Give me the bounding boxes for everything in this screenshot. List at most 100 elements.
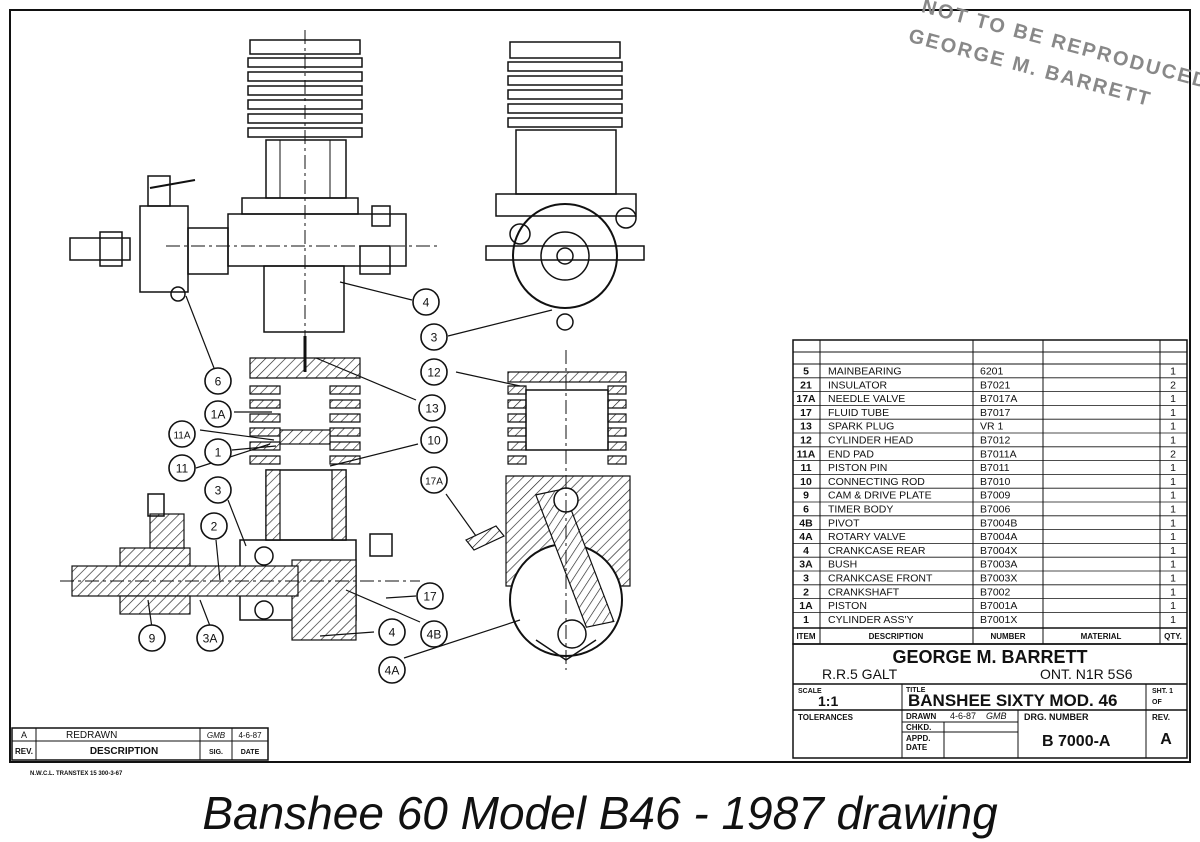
callout-label: 12 — [427, 366, 441, 380]
tolerances-label: TOLERANCES — [798, 713, 854, 722]
drawn-label: DRAWN — [906, 712, 936, 721]
parts-number-cell: B7017 — [980, 407, 1011, 419]
parts-number-cell: B7011 — [980, 462, 1010, 474]
parts-item-cell: 17A — [796, 393, 816, 405]
parts-description-cell: BUSH — [828, 559, 857, 571]
callout-bubble: 1 — [204, 438, 232, 466]
sheet-label: SHT. 1 — [1152, 688, 1173, 695]
callout-label: 4B — [427, 628, 442, 642]
parts-description-cell: TIMER BODY — [828, 504, 893, 516]
parts-item-cell: 3 — [803, 573, 809, 585]
parts-qty-cell: 1 — [1170, 393, 1176, 405]
callout-label: 10 — [427, 434, 441, 448]
parts-item-cell: 6 — [803, 504, 809, 516]
chkd-label: CHKD. — [906, 723, 931, 732]
parts-qty-cell: 1 — [1170, 531, 1176, 543]
parts-number-cell: B7012 — [980, 435, 1011, 447]
header-item: ITEM — [796, 632, 815, 641]
parts-number-cell: B7001X — [980, 614, 1017, 626]
callout-bubble: 3 — [204, 476, 232, 504]
rev-value: A — [1160, 731, 1172, 748]
parts-qty-cell: 1 — [1170, 545, 1176, 557]
parts-description-cell: PISTON PIN — [828, 462, 887, 474]
callout-label: 17 — [423, 590, 437, 604]
parts-qty-cell: 1 — [1170, 421, 1176, 433]
parts-item-cell: 4A — [799, 531, 813, 543]
parts-description-cell: PIVOT — [828, 517, 860, 529]
parts-number-cell: B7017A — [980, 393, 1017, 405]
title-block: GEORGE M. BARRETT R.R.5 GALT ONT. N1R 5S… — [792, 643, 1188, 759]
parts-item-cell: 13 — [800, 421, 812, 433]
figure-caption: Banshee 60 Model B46 - 1987 drawing — [202, 787, 998, 839]
parts-qty-cell: 1 — [1170, 366, 1176, 378]
address-left: R.R.5 GALT — [822, 666, 898, 682]
parts-qty-cell: 2 — [1170, 448, 1176, 460]
parts-description-cell: MAINBEARING — [828, 366, 902, 378]
parts-qty-cell: 1 — [1170, 504, 1176, 516]
parts-qty-cell: 1 — [1170, 517, 1176, 529]
parts-item-cell: 4B — [799, 517, 813, 529]
revision-header-sig: SIG. — [209, 749, 223, 756]
header-number: NUMBER — [990, 632, 1025, 641]
parts-qty-cell: 1 — [1170, 435, 1176, 447]
callout-leaders — [147, 281, 553, 659]
parts-item-cell: 17 — [800, 407, 812, 419]
not-reproduced-stamp: NOT TO BE REPRODUCED GEORGE M. BARRETT — [906, 0, 1200, 111]
callout-label: 17A — [425, 477, 443, 488]
title-label: TITLE — [906, 687, 926, 694]
parts-qty-cell: 2 — [1170, 379, 1176, 391]
parts-item-cell: 9 — [803, 490, 809, 502]
parts-description-cell: END PAD — [828, 448, 874, 460]
header-description: DESCRIPTION — [869, 632, 924, 641]
parts-number-cell: B7003A — [980, 559, 1017, 571]
parts-number-cell: B7006 — [980, 504, 1011, 516]
parts-item-cell: 2 — [803, 586, 809, 598]
header-qty: QTY. — [1164, 632, 1182, 641]
parts-qty-cell: 1 — [1170, 573, 1176, 585]
revision-description: REDRAWN — [66, 730, 117, 741]
callout-bubble: 3 — [420, 323, 448, 351]
callout-label: 1A — [211, 408, 226, 422]
drg-number-label: DRG. NUMBER — [1024, 712, 1089, 722]
parts-list-row: 6 TIMER BODY B7006 1 — [793, 504, 1187, 517]
drawn-initials: GMB — [986, 711, 1007, 721]
callout-bubble: 4B — [420, 620, 448, 648]
parts-description-cell: CRANKSHAFT — [828, 586, 900, 598]
parts-item-cell: 11 — [800, 462, 811, 474]
callout-bubble: 11 — [168, 454, 196, 482]
callout-label: 4A — [385, 664, 400, 678]
callout-bubble: 12 — [420, 358, 448, 386]
parts-description-cell: CYLINDER HEAD — [828, 435, 914, 447]
callout-bubble: 4 — [412, 288, 440, 316]
address-right: ONT. N1R 5S6 — [1040, 666, 1133, 682]
parts-list-row: 4B PIVOT B7004B 1 — [793, 517, 1187, 530]
callout-label: 2 — [211, 520, 218, 534]
callout-bubble: 17A — [420, 466, 448, 494]
parts-list-row: 9 CAM & DRIVE PLATE B7009 1 — [793, 490, 1187, 503]
callout-bubble: 3A — [196, 624, 224, 652]
callout-bubble: 1A — [204, 400, 232, 428]
callout-label: 4 — [389, 626, 396, 640]
engine-front-exterior-view — [485, 41, 645, 331]
callout-label: 11A — [173, 431, 190, 442]
parts-number-cell: B7004B — [980, 517, 1017, 529]
parts-item-cell: 1A — [799, 600, 813, 612]
parts-number-cell: 6201 — [980, 366, 1004, 378]
callout-label: 3A — [203, 632, 218, 646]
parts-item-cell: 3A — [799, 559, 813, 571]
parts-description-cell: CRANKCASE FRONT — [828, 573, 933, 585]
parts-number-cell: B7009 — [980, 490, 1011, 502]
callout-label: 3 — [215, 484, 222, 498]
callout-label: 4 — [423, 296, 430, 310]
parts-number-cell: B7003X — [980, 573, 1017, 585]
revision-letter: A — [21, 730, 27, 740]
parts-description-cell: CAM & DRIVE PLATE — [828, 490, 932, 502]
parts-number-cell: B7021 — [980, 379, 1011, 391]
parts-qty-cell: 1 — [1170, 490, 1176, 502]
